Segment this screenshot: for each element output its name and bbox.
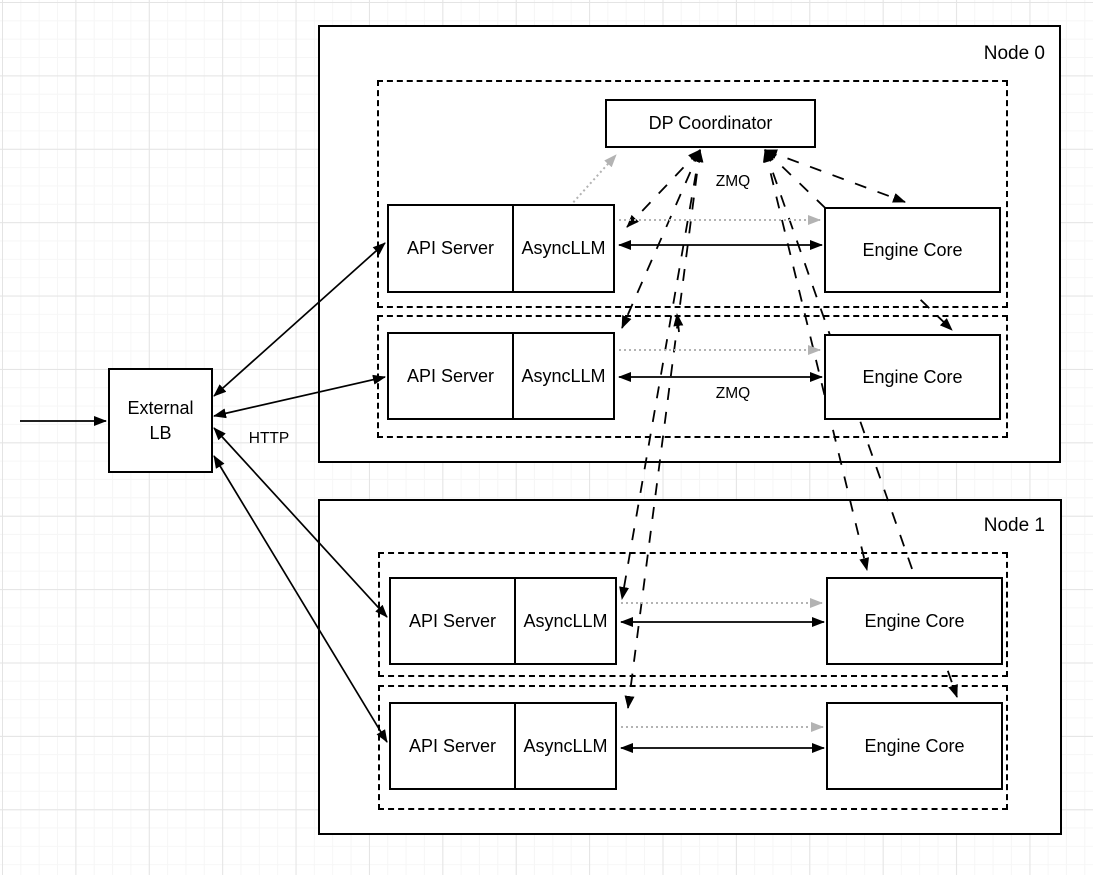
node0-row2-engine-core-box: Engine Core: [824, 334, 1001, 420]
dp-coordinator-box: DP Coordinator: [605, 99, 816, 148]
async-llm-label: AsyncLLM: [521, 365, 606, 386]
lb-api-link-2: [213, 374, 386, 419]
api-server-label: API Server: [391, 704, 516, 788]
engine-core-label: Engine Core: [862, 366, 963, 387]
lb-api-link-3: [213, 427, 388, 618]
engine-core-label: Engine Core: [864, 735, 965, 756]
engine-core-label: Engine Core: [864, 610, 965, 631]
lb-api-link-4: [213, 455, 388, 743]
api-server-label: API Server: [391, 579, 516, 663]
node1-label: Node 1: [983, 515, 1045, 536]
dp-async-link-1: [626, 149, 701, 228]
node1-row2-engine-core-box: Engine Core: [826, 702, 1003, 790]
external-lb-label: External LB: [127, 398, 194, 443]
async-llm-label: AsyncLLM: [521, 238, 606, 258]
api-server-label: API Server: [389, 334, 514, 418]
dp-async-link-3: [619, 149, 703, 600]
lb-api-link-1: [213, 242, 386, 397]
node0-row2-api-async-box: API Server AsyncLLM: [387, 332, 615, 420]
http-label: HTTP: [248, 430, 290, 447]
engine-core-label: Engine Core: [862, 239, 963, 260]
node0-label: Node 0: [983, 43, 1045, 64]
zmq-coordinator-label: ZMQ: [715, 173, 751, 190]
node1-row2-api-async-box: API Server AsyncLLM: [389, 702, 617, 790]
dp-async-extra-head: [673, 313, 684, 333]
api-server-label: API Server: [389, 206, 514, 291]
node0-row1-api-async-box: API Server AsyncLLM: [387, 204, 615, 293]
dp-async-link-4: [624, 149, 704, 709]
dp-engine-link-1: [764, 149, 906, 203]
dp-async-link-2: [621, 149, 701, 329]
async-llm-label: AsyncLLM: [523, 610, 608, 631]
node1-row1-api-async-box: API Server AsyncLLM: [389, 577, 617, 665]
async-llm-label: AsyncLLM: [523, 735, 608, 756]
dp-coordinator-label: DP Coordinator: [648, 113, 773, 133]
external-lb-box: External LB: [108, 368, 213, 473]
node0-row1-engine-core-box: Engine Core: [824, 207, 1001, 293]
zmq-engine-label: ZMQ: [715, 385, 751, 402]
async-dp-dotted-link: [569, 154, 617, 207]
node1-row1-engine-core-box: Engine Core: [826, 577, 1003, 665]
